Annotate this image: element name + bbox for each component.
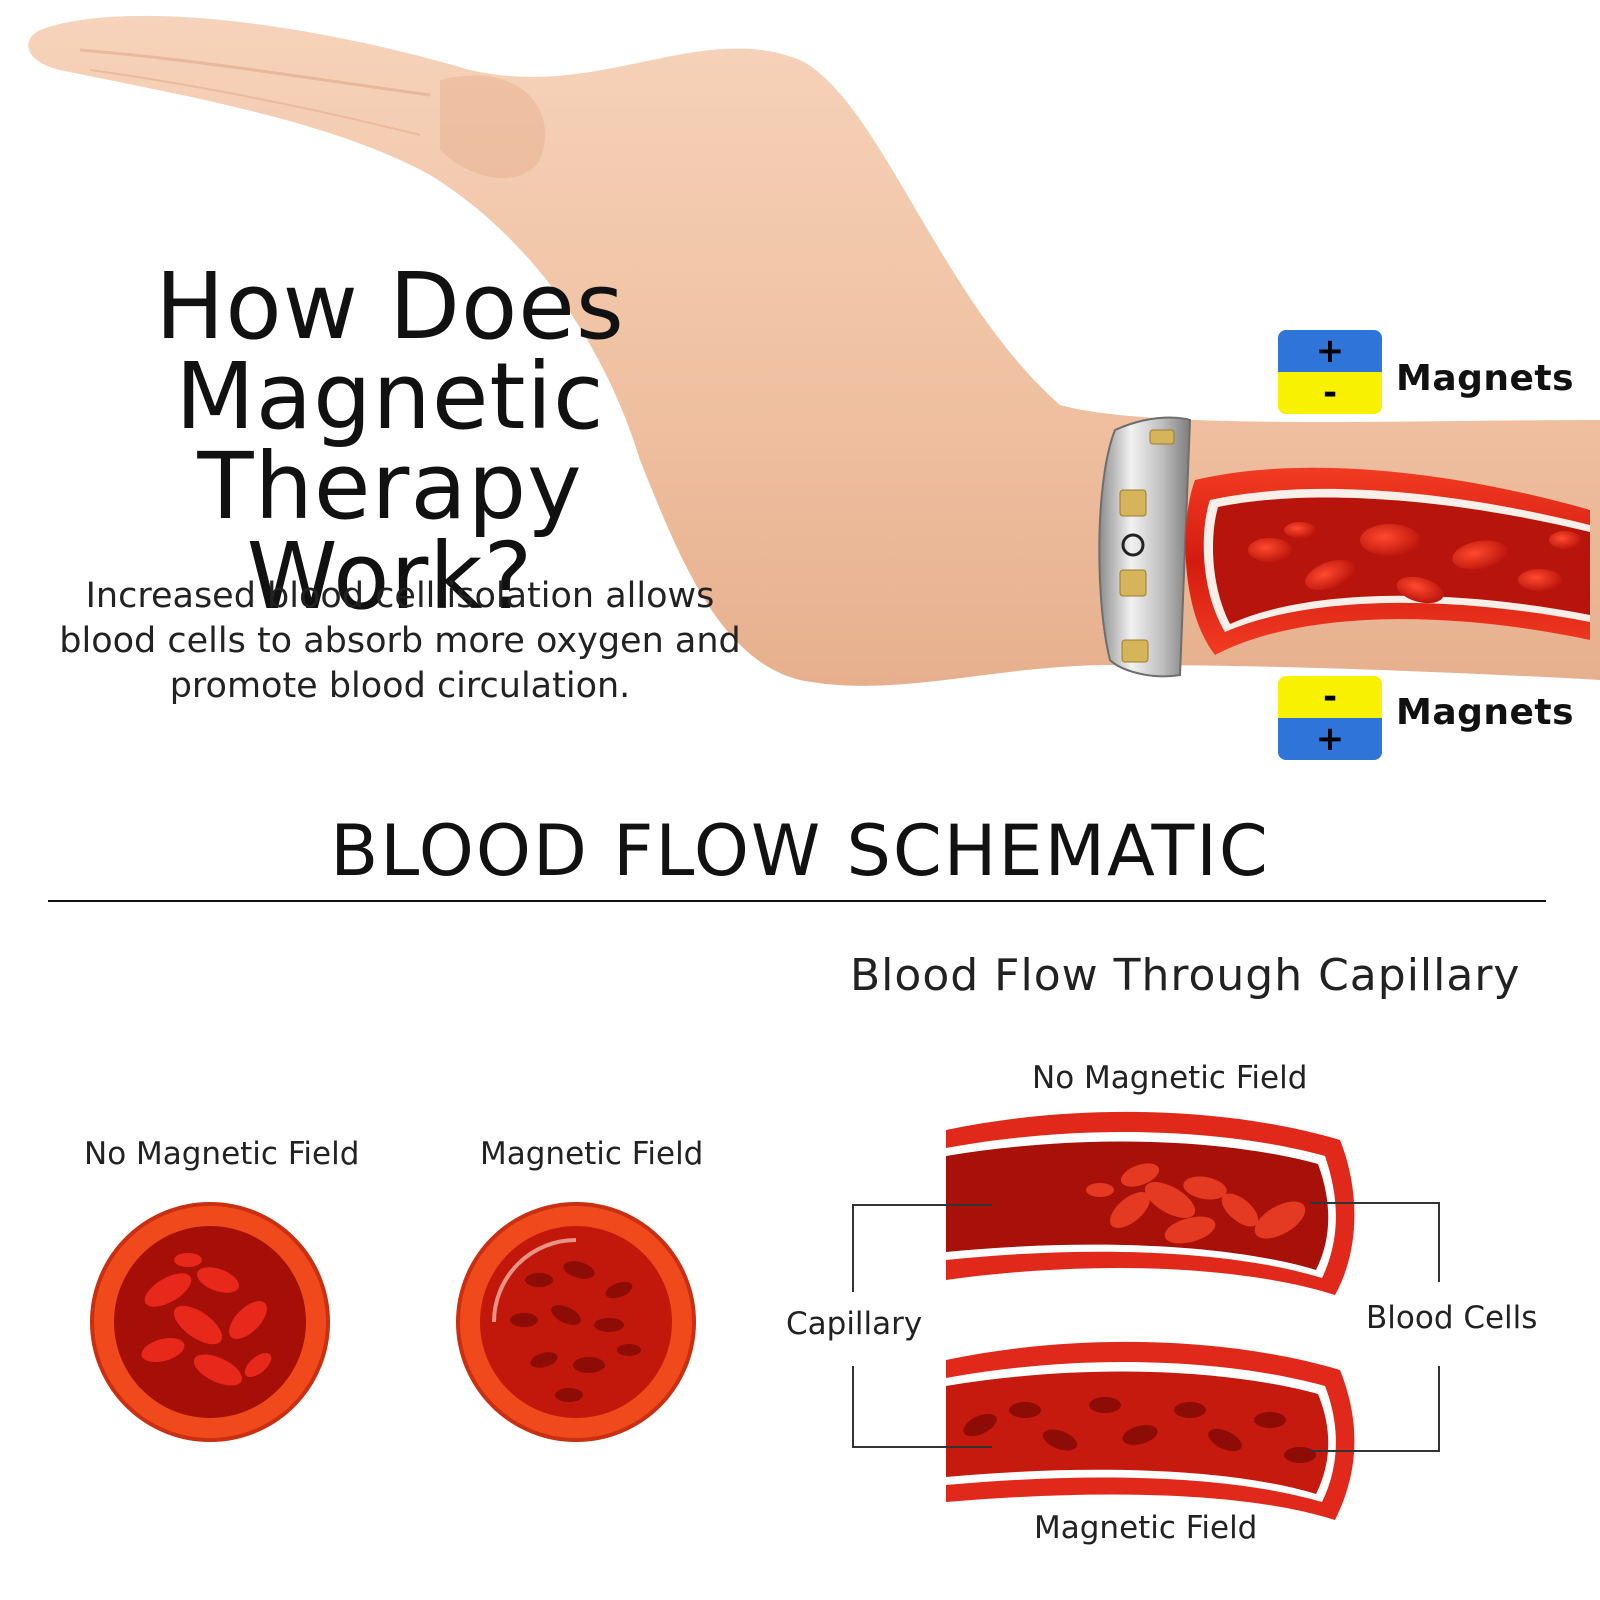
hand-illustration: [28, 15, 1600, 686]
capillary-bracket-top-v: [852, 1204, 854, 1292]
section-title: BLOOD FLOW SCHEMATIC: [330, 810, 1270, 892]
cross-section-right-label: Magnetic Field: [480, 1136, 704, 1172]
title-line-1: How Does: [155, 253, 625, 360]
cells-bracket-bottom-h: [1310, 1450, 1440, 1452]
magnet-top-negative: -: [1278, 372, 1382, 414]
capillary-bracket-top-h: [852, 1204, 992, 1206]
capillary-magnetic-field: [946, 1341, 1355, 1520]
capillary-diagram-title: Blood Flow Through Capillary: [850, 950, 1521, 1001]
capillary-bracket-bottom-v: [852, 1366, 854, 1448]
capillary-no-field: [946, 1111, 1355, 1295]
capillary-left-label: Capillary: [786, 1306, 923, 1342]
capillary-bracket-bottom-h: [852, 1446, 992, 1448]
magnet-bottom-label: Magnets: [1396, 692, 1575, 733]
capillary-right-label: Blood Cells: [1366, 1300, 1538, 1336]
cells-bracket-top-h: [1310, 1202, 1440, 1204]
cross-section-no-field: [90, 1202, 330, 1442]
description: Increased blood cell isolation allows bl…: [40, 574, 760, 709]
magnet-top-indicator: + -: [1278, 330, 1382, 414]
section-divider: [48, 900, 1546, 902]
description-line-3: promote blood circulation.: [169, 666, 631, 706]
cross-section-magnetic-field: [456, 1202, 696, 1442]
capillary-top-label: No Magnetic Field: [1032, 1060, 1308, 1096]
cross-section-left-label: No Magnetic Field: [84, 1136, 360, 1172]
cells-bracket-bottom-v: [1438, 1366, 1440, 1452]
magnet-top-positive: +: [1278, 330, 1382, 372]
description-line-1: Increased blood cell isolation allows: [85, 576, 715, 616]
description-line-2: blood cells to absorb more oxygen and: [59, 621, 741, 661]
magnet-bottom-indicator: - +: [1278, 676, 1382, 760]
cells-bracket-top-v: [1438, 1202, 1440, 1282]
magnet-bottom-negative: -: [1278, 676, 1382, 718]
magnet-top-label: Magnets: [1396, 358, 1575, 399]
capillary-bottom-label: Magnetic Field: [1034, 1510, 1258, 1546]
magnet-bottom-positive: +: [1278, 718, 1382, 760]
title-line-3: Therapy Work?: [197, 433, 583, 630]
title-line-2: Magnetic: [175, 343, 605, 450]
page-title: How Does Magnetic Therapy Work?: [40, 253, 740, 630]
